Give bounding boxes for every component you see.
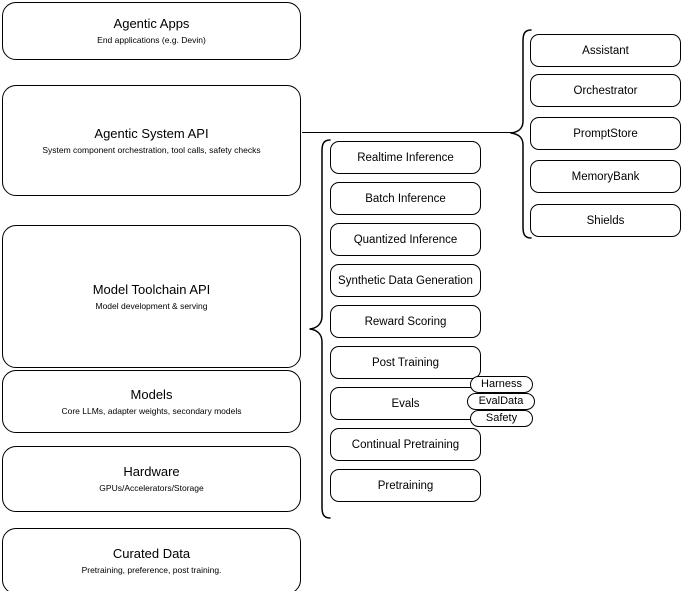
component-box-shields[interactable]: Shields	[530, 204, 681, 237]
layer-title: Agentic System API	[94, 125, 209, 141]
layer-box-hardware[interactable]: Hardware GPUs/Accelerators/Storage	[2, 446, 301, 512]
capability-label: Continual Pretraining	[351, 438, 460, 451]
layer-subtitle: Pretraining, preference, post training.	[81, 565, 222, 575]
layer-title: Models	[130, 386, 173, 402]
layer-subtitle: End applications (e.g. Devin)	[97, 35, 206, 45]
component-box-promptstore[interactable]: PromptStore	[530, 117, 681, 150]
component-box-memorybank[interactable]: MemoryBank	[530, 160, 681, 193]
component-label: Orchestrator	[573, 84, 638, 97]
capability-box-realtime-inference[interactable]: Realtime Inference	[330, 141, 481, 174]
layer-box-curated-data[interactable]: Curated Data Pretraining, preference, po…	[2, 528, 301, 591]
capability-box-reward-scoring[interactable]: Reward Scoring	[330, 305, 481, 338]
layer-box-agentic-system-api[interactable]: Agentic System API System component orch…	[2, 85, 301, 196]
brace-model-toolchain-capabilities	[308, 138, 332, 520]
capability-label: Quantized Inference	[353, 233, 458, 246]
layer-box-model-toolchain-api[interactable]: Model Toolchain API Model development & …	[2, 225, 301, 368]
layer-title: Curated Data	[112, 546, 191, 561]
layer-box-agentic-apps[interactable]: Agentic Apps End applications (e.g. Devi…	[2, 2, 301, 60]
capability-label: Evals	[391, 397, 420, 410]
capability-label: Realtime Inference	[357, 151, 454, 164]
pill-evaldata[interactable]: EvalData	[467, 393, 535, 410]
capability-label: Pretraining	[377, 479, 434, 492]
capability-box-pretraining[interactable]: Pretraining	[330, 469, 481, 502]
capability-label: Reward Scoring	[364, 315, 447, 328]
brace-agentic-system-components	[509, 28, 533, 240]
layer-title: Agentic Apps	[113, 16, 190, 31]
component-box-orchestrator[interactable]: Orchestrator	[530, 74, 681, 107]
capability-box-evals[interactable]: Evals	[330, 387, 481, 420]
layer-box-models[interactable]: Models Core LLMs, adapter weights, secon…	[2, 370, 301, 433]
connector-agentic-system-api-to-components	[302, 132, 513, 134]
component-label: Shields	[586, 214, 625, 227]
capability-box-quantized-inference[interactable]: Quantized Inference	[330, 223, 481, 256]
component-label: MemoryBank	[571, 170, 640, 183]
layer-title: Hardware	[123, 464, 180, 479]
component-label: PromptStore	[573, 127, 638, 140]
layer-subtitle: System component orchestration, tool cal…	[42, 144, 261, 155]
capability-label: Post Training	[371, 356, 440, 369]
capability-box-post-training[interactable]: Post Training	[330, 346, 481, 379]
capability-box-synthetic-data-generation[interactable]: Synthetic Data Generation	[330, 264, 481, 297]
capability-box-continual-pretraining[interactable]: Continual Pretraining	[330, 428, 481, 461]
capability-label: Synthetic Data Generation	[338, 274, 473, 287]
component-label: Assistant	[582, 44, 629, 57]
layer-subtitle: Core LLMs, adapter weights, secondary mo…	[61, 405, 242, 416]
layer-subtitle: Model development & serving	[95, 300, 208, 311]
pill-harness[interactable]: Harness	[470, 376, 533, 393]
pill-safety[interactable]: Safety	[470, 410, 533, 427]
capability-label: Batch Inference	[365, 192, 446, 205]
layer-subtitle: GPUs/Accelerators/Storage	[99, 483, 204, 493]
capability-box-batch-inference[interactable]: Batch Inference	[330, 182, 481, 215]
component-box-assistant[interactable]: Assistant	[530, 34, 681, 67]
layer-title: Model Toolchain API	[92, 281, 211, 297]
